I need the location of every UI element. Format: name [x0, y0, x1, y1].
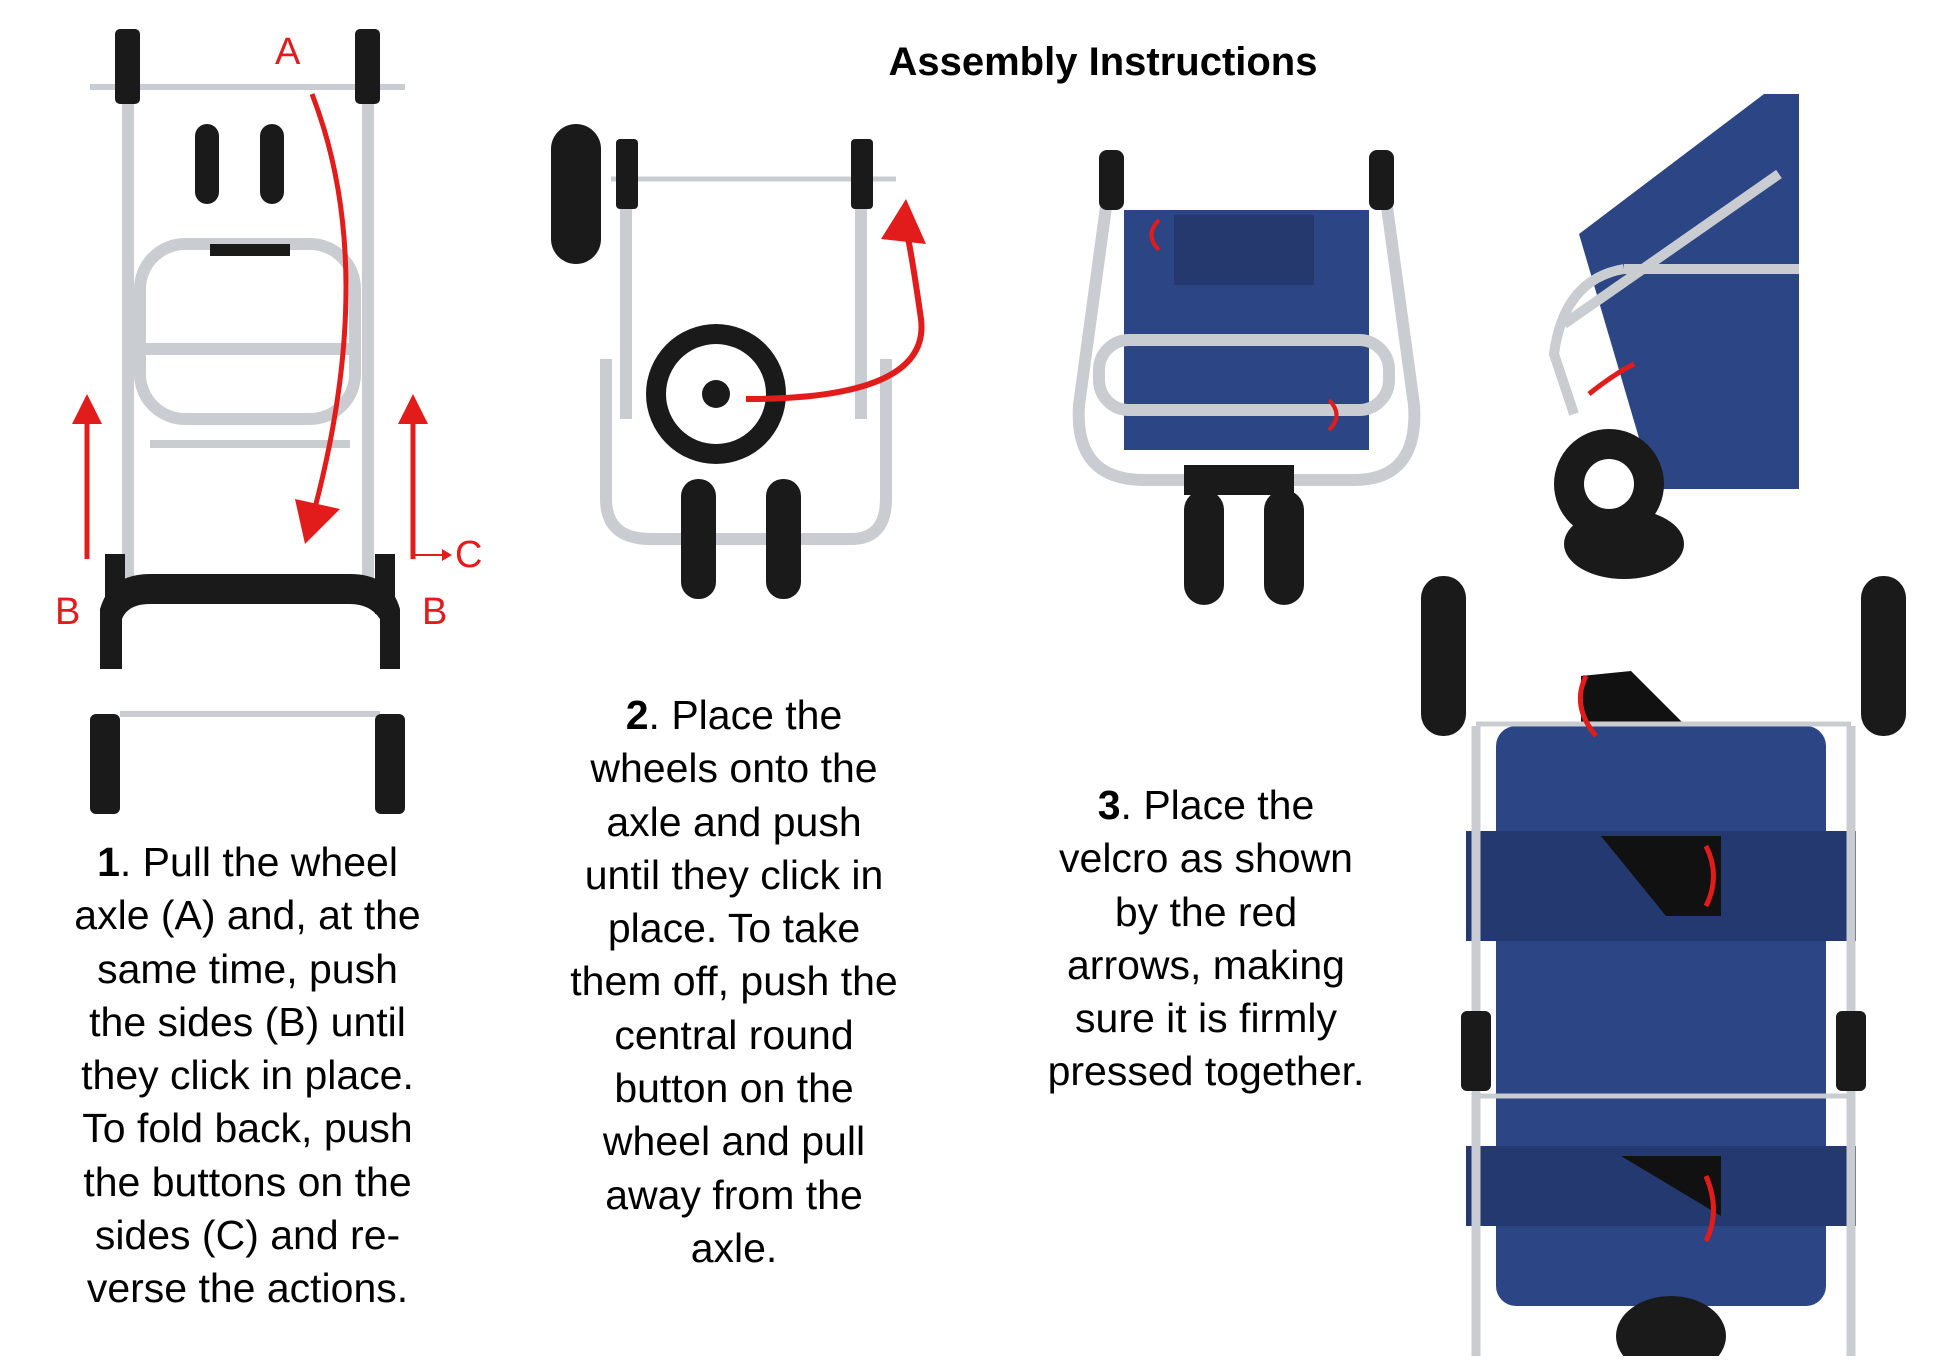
step-line: sides (C) and re- — [94, 1212, 401, 1259]
step-line: central round — [614, 1011, 854, 1058]
figure-step-3-bag-large — [1421, 576, 1906, 1356]
step-number: 3 — [1097, 782, 1121, 828]
step-line: until they click in — [584, 851, 884, 898]
figure-step-2-wheel-attach — [551, 124, 926, 599]
step-line: arrows, making — [1067, 941, 1345, 988]
step-line: the buttons on the — [83, 1158, 412, 1205]
step-line: place. To take — [607, 905, 861, 952]
step-line: wheel and pull — [602, 1118, 866, 1165]
step-line: them off, push the — [570, 958, 898, 1005]
step-3-text: 3. Place the velcro as shown by the red … — [1006, 779, 1406, 1099]
step-line: same time, push — [97, 945, 398, 992]
step-line: . Place the — [648, 692, 843, 738]
page-title: Assembly Instructions — [888, 40, 1318, 84]
figure-step-3-bag-front — [1072, 150, 1421, 605]
step-1-text: 1. Pull the wheel axle (A) and, at the s… — [0, 836, 495, 1316]
step-line: axle and push — [606, 798, 862, 845]
label-a: A — [275, 31, 301, 73]
label-b-right: B — [422, 591, 447, 633]
step-2-text: 2. Place the wheels onto the axle and pu… — [534, 689, 934, 1275]
step-line: pressed together. — [1047, 1048, 1365, 1095]
label-b-left: B — [55, 591, 80, 633]
step-line: away from the — [605, 1171, 863, 1218]
step-line: . Pull the wheel — [119, 839, 398, 885]
figure-step-1-cart-frame: A B B C — [55, 29, 482, 814]
step-number: 1 — [97, 839, 120, 885]
label-c: C — [455, 534, 482, 576]
step-line: velcro as shown — [1059, 835, 1353, 882]
step-line: by the red — [1114, 888, 1298, 935]
step-line: To fold back, push — [82, 1105, 413, 1152]
step-line: verse the actions. — [86, 1265, 409, 1312]
step-line: they click in place. — [81, 1052, 414, 1099]
step-line: sure it is firmly — [1075, 995, 1337, 1042]
step-line: axle. — [690, 1224, 778, 1271]
step-number: 2 — [625, 692, 649, 738]
step-line: . Place the — [1120, 782, 1315, 828]
step-line: the sides (B) until — [89, 998, 406, 1045]
step-line: wheels onto the — [590, 745, 878, 792]
figure-step-3-side-detail — [1548, 94, 1799, 579]
step-line: button on the — [614, 1065, 854, 1112]
step-line: axle (A) and, at the — [74, 892, 421, 939]
